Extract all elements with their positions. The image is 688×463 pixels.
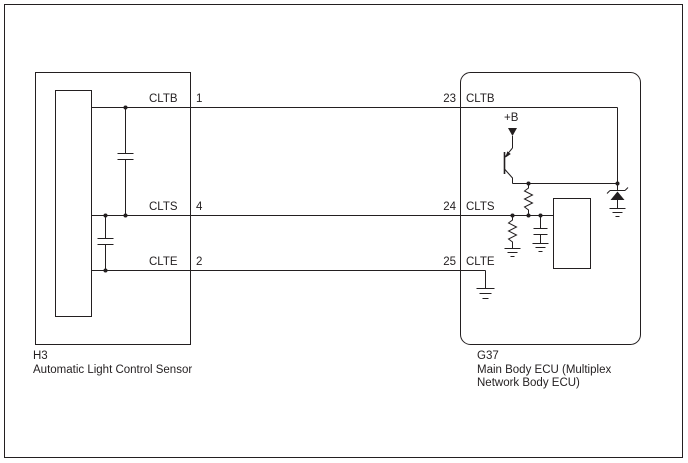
- ecu-pin-label-clts: CLTS: [466, 201, 495, 213]
- ecu-pin-number-25: 25: [443, 256, 456, 268]
- junction-dot: [526, 213, 531, 218]
- ground-icon: [476, 288, 495, 299]
- sensor-connector-name: Automatic Light Control Sensor: [33, 364, 193, 376]
- sensor-pin-number-4: 4: [196, 201, 203, 213]
- zener-diode-icon: [610, 191, 625, 200]
- ecu-outline: [460, 72, 641, 345]
- sensor-pin-label-clte: CLTE: [149, 256, 178, 268]
- junction-dot: [526, 181, 531, 186]
- ecu-connector-name-line2: Network Body ECU): [477, 377, 580, 389]
- diagram-border: [4, 4, 683, 458]
- sensor-pin-number-1: 1: [196, 93, 203, 105]
- junction-dot: [103, 213, 108, 218]
- sensor-connector-code: H3: [33, 350, 48, 362]
- junction-dot: [615, 181, 620, 186]
- power-label: +B: [504, 112, 519, 124]
- junction-dot: [538, 213, 543, 218]
- sensor-pin-label-cltb: CLTB: [149, 93, 178, 105]
- transistor-emitter-arrow: [505, 151, 511, 158]
- resistor-icon: [523, 183, 534, 216]
- ground-icon: [504, 248, 521, 257]
- junction-dot: [123, 105, 128, 110]
- zener-cathode-bar: [606, 187, 629, 194]
- junction-dot: [123, 213, 128, 218]
- ecu-pin-label-cltb: CLTB: [466, 93, 495, 105]
- junction-dot: [510, 213, 515, 218]
- sensor-pin-number-2: 2: [196, 256, 203, 268]
- ecu-pin-label-clte: CLTE: [466, 256, 495, 268]
- ecu-pin-number-24: 24: [443, 201, 456, 213]
- ecu-connector-name-line1: Main Body ECU (Multiplex: [477, 364, 612, 376]
- ground-icon: [532, 243, 549, 252]
- transistor-collector: [504, 168, 513, 184]
- junction-dot: [103, 268, 108, 273]
- ecu-pin-number-23: 23: [443, 93, 456, 105]
- power-feed-arrow-icon: [508, 128, 517, 136]
- sensor-pin-label-clts: CLTS: [149, 201, 178, 213]
- ground-icon: [609, 208, 626, 217]
- capacitor-icon: [97, 215, 114, 271]
- sensor-connector-outline: [35, 72, 191, 345]
- capacitor-icon: [533, 215, 548, 244]
- sensor-element-box: [55, 90, 92, 317]
- ecu-connector-code: G37: [477, 350, 499, 362]
- capacitor-icon: [117, 107, 134, 216]
- resistor-icon: [507, 215, 518, 249]
- junction-dots: [103, 105, 620, 273]
- ic-box: [553, 198, 591, 269]
